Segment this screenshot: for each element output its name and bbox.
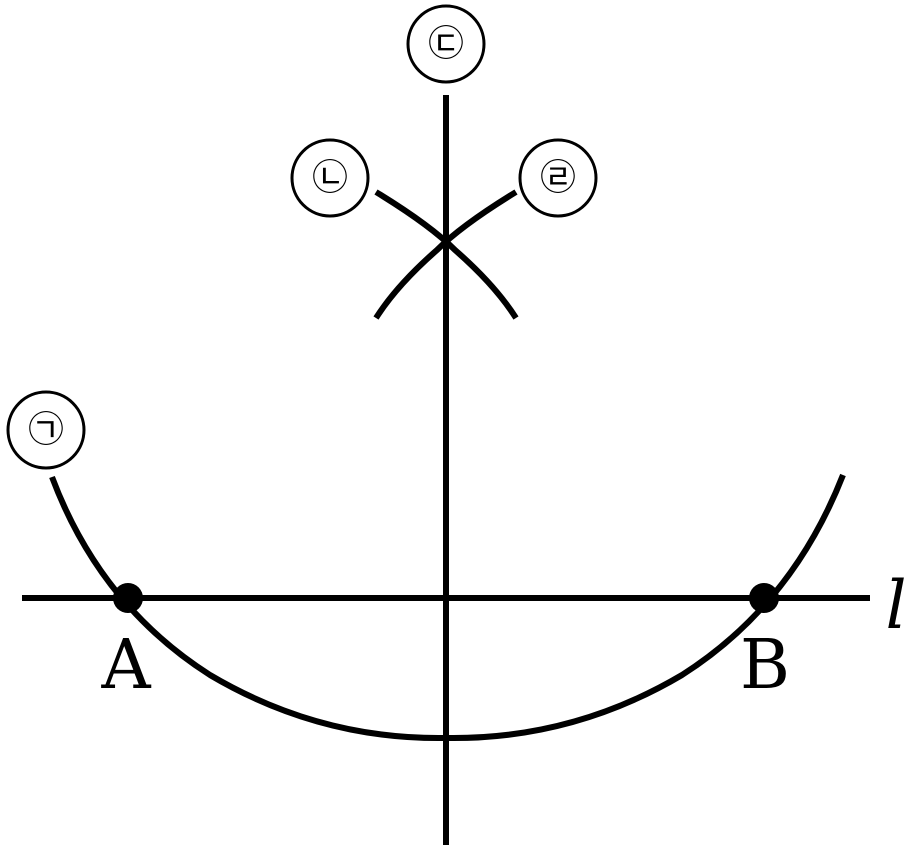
arc-rieul [373, 189, 518, 320]
point-a-label: A [100, 626, 151, 705]
label-text-rieul: ㉣ [540, 158, 576, 199]
label-circle [6, 390, 86, 470]
label-rieul: ㉣ [518, 138, 598, 218]
label-circle [406, 4, 486, 84]
point-a-dot [113, 583, 143, 613]
label-text-giyeok: ㉠ [28, 410, 64, 451]
label-text-digeut: ㉢ [428, 24, 464, 65]
label-digeut: ㉢ [406, 4, 486, 84]
label-text-nieun: ㉡ [312, 158, 348, 199]
point-b-dot [749, 583, 779, 613]
point-b-label: B [740, 626, 790, 705]
arc-giyeok [49, 473, 846, 742]
label-nieun: ㉡ [290, 138, 370, 218]
label-giyeok: ㉠ [6, 390, 86, 470]
arc-nieun [374, 189, 519, 320]
line-l-label: l [885, 567, 906, 644]
label-circle [290, 138, 370, 218]
label-circle [518, 138, 598, 218]
